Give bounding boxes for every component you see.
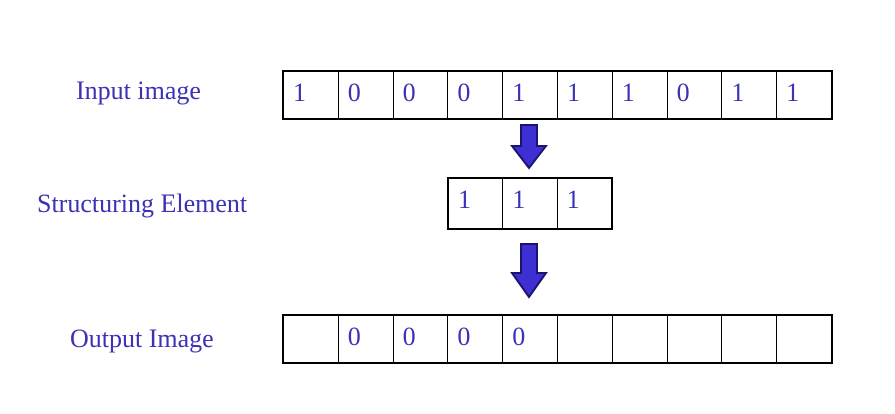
input-cell: 0 (394, 72, 449, 118)
input-image-label: Input image (76, 76, 201, 105)
input-cell: 1 (503, 72, 558, 118)
output-cell (613, 316, 668, 362)
input-cell: 0 (668, 72, 723, 118)
input-cell: 0 (448, 72, 504, 118)
output-cell: 0 (503, 316, 558, 362)
output-cell (722, 316, 778, 362)
input-cell: 1 (786, 78, 800, 107)
structuring-cell: 1 (503, 179, 558, 228)
input-cell: 1 (284, 72, 339, 118)
input-cell: 1 (558, 72, 613, 118)
arrow-down-icon (510, 243, 548, 299)
output-cell: 0 (448, 316, 504, 362)
structuring-element-row: 1 1 1 (447, 177, 613, 230)
input-cell: 0 (339, 72, 394, 118)
input-image-row: 1 0 0 0 1 1 1 0 1 1 (282, 70, 833, 120)
output-image-row: 0 0 0 0 (282, 314, 833, 364)
structuring-cell: 1 (566, 185, 580, 214)
input-cell: 1 (722, 72, 778, 118)
arrow-down-icon (510, 124, 548, 170)
structuring-element-label: Structuring Element (37, 189, 248, 218)
structuring-cell: 1 (449, 179, 504, 228)
output-cell (284, 316, 339, 362)
output-image-label: Output Image (70, 324, 214, 353)
output-cell (777, 316, 831, 362)
output-cell: 0 (339, 316, 394, 362)
input-cell: 1 (613, 72, 668, 118)
output-cell (558, 316, 613, 362)
output-cell (668, 316, 723, 362)
output-cell: 0 (394, 316, 449, 362)
